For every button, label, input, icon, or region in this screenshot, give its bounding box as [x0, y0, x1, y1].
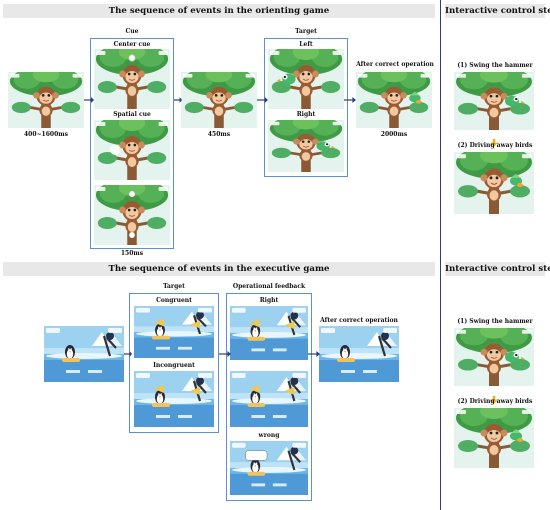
controls-top-header: Interactive control steps: [445, 4, 550, 18]
wrong-label: wrong: [258, 432, 280, 439]
arrow-7: [308, 350, 320, 358]
after-label-executive: After correct operation: [320, 317, 398, 324]
cue-group: [90, 38, 174, 249]
feedback-group: [226, 293, 312, 501]
monkey-hammer-image-top: [454, 72, 534, 130]
time-fixation: 400~1600ms: [24, 131, 68, 138]
time-gap: 450ms: [207, 131, 231, 138]
center-cue-label: Center cue: [113, 41, 151, 48]
left-label: Left: [299, 41, 313, 48]
after-label-orienting: After correct operation: [356, 61, 434, 68]
target-label-executive: Target: [163, 283, 185, 290]
arrow-6: [219, 350, 231, 358]
monkey-target-right-image: [268, 120, 344, 172]
down-arrow-bottom: [490, 389, 498, 404]
monkey-bird-image-top: [454, 152, 534, 214]
target-group-executive: [129, 293, 219, 433]
step1-top-label: (1) Swing the hammer: [457, 62, 533, 69]
monkey-spatial-cue-image: [94, 120, 170, 180]
right-label-orienting: Right: [296, 111, 316, 118]
monkey-gap-image: [181, 72, 257, 128]
step1-bottom-label: (1) Swing the hammer: [457, 318, 533, 325]
target-group-orienting: [264, 38, 348, 177]
penguin-incongruent-image: [134, 371, 214, 427]
monkey-center-cue-image: [94, 49, 170, 109]
step2-top-label: (2) Driving away birds: [457, 142, 533, 149]
feedback-label: Operational feedback: [232, 283, 306, 290]
section-divider: [440, 0, 442, 510]
monkey-target-left-image: [268, 49, 344, 109]
penguin-after-image: [319, 326, 399, 382]
arrow-2: [174, 96, 182, 104]
arrow-5: [124, 350, 132, 358]
executive-header: The sequence of events in the executive …: [3, 262, 435, 276]
arrow-4: [344, 96, 356, 104]
penguin-right-second-image: [230, 371, 308, 427]
right-label-executive: Right: [259, 297, 279, 304]
penguin-congruent-image: [134, 306, 214, 358]
congruent-label: Congruent: [156, 297, 192, 304]
cue-label: Cue: [125, 28, 139, 35]
penguin-right-image: [230, 306, 308, 360]
monkey-bird-image-bottom: [454, 408, 534, 468]
monkey-hammer-image-bottom: [454, 328, 534, 386]
controls-bottom-header: Interactive control steps: [445, 262, 550, 276]
step2-bottom-label: (2) Driving away birds: [457, 398, 533, 405]
monkey-after-image: [356, 72, 432, 128]
time-cue: 150ms: [120, 250, 144, 257]
down-arrow-top: [490, 132, 498, 147]
orienting-header: The sequence of events in the orienting …: [3, 4, 435, 18]
penguin-wrong-image: [230, 441, 308, 495]
arrow-3: [257, 96, 268, 104]
target-label-orienting: Target: [295, 28, 317, 35]
monkey-fixation-image: [8, 72, 84, 128]
arrow-1: [84, 96, 94, 104]
monkey-double-cue-image: [94, 185, 170, 245]
penguin-start-image: [44, 326, 124, 382]
spatial-cue-label: Spatial cue: [113, 111, 151, 118]
time-after: 2000ms: [380, 131, 408, 138]
incongruent-label: Incongruent: [153, 362, 195, 369]
